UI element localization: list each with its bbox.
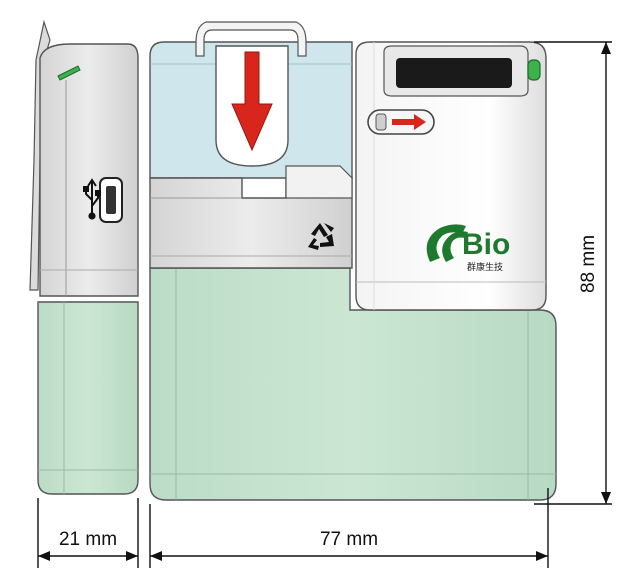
arrow-down-icon xyxy=(231,51,273,152)
handle-loop xyxy=(195,21,307,57)
usb-port-slot xyxy=(106,186,116,214)
logo-mark-icon xyxy=(426,224,466,262)
width-label: 77 mm xyxy=(320,529,378,550)
latch-block xyxy=(285,165,353,199)
side-top-housing xyxy=(39,43,139,297)
dimension-arrowheads xyxy=(38,42,611,561)
dimension-lines xyxy=(37,41,612,568)
display-screen xyxy=(396,58,512,88)
height-label: 88 mm xyxy=(578,235,599,293)
slide-arrow-icon xyxy=(392,114,426,130)
depth-label: 21 mm xyxy=(59,529,117,550)
front-bottom-body xyxy=(149,267,557,501)
slide-switch-knob[interactable] xyxy=(375,113,387,131)
logo-brand-text: Bio xyxy=(462,228,510,261)
logo-subtitle-text: 群康生技 xyxy=(467,261,503,273)
recycle-icon xyxy=(308,223,334,250)
usb-icon xyxy=(83,178,101,220)
power-button[interactable] xyxy=(527,59,541,81)
side-indicator-light xyxy=(57,65,81,81)
brand-logo: Bio 群康生技 xyxy=(426,224,510,273)
front-view: Bio 群康生技 xyxy=(149,21,557,501)
logo-mark-inner-icon xyxy=(442,231,468,262)
side-bottom-housing xyxy=(37,301,139,495)
side-view xyxy=(29,19,139,495)
reader-module xyxy=(355,41,547,311)
